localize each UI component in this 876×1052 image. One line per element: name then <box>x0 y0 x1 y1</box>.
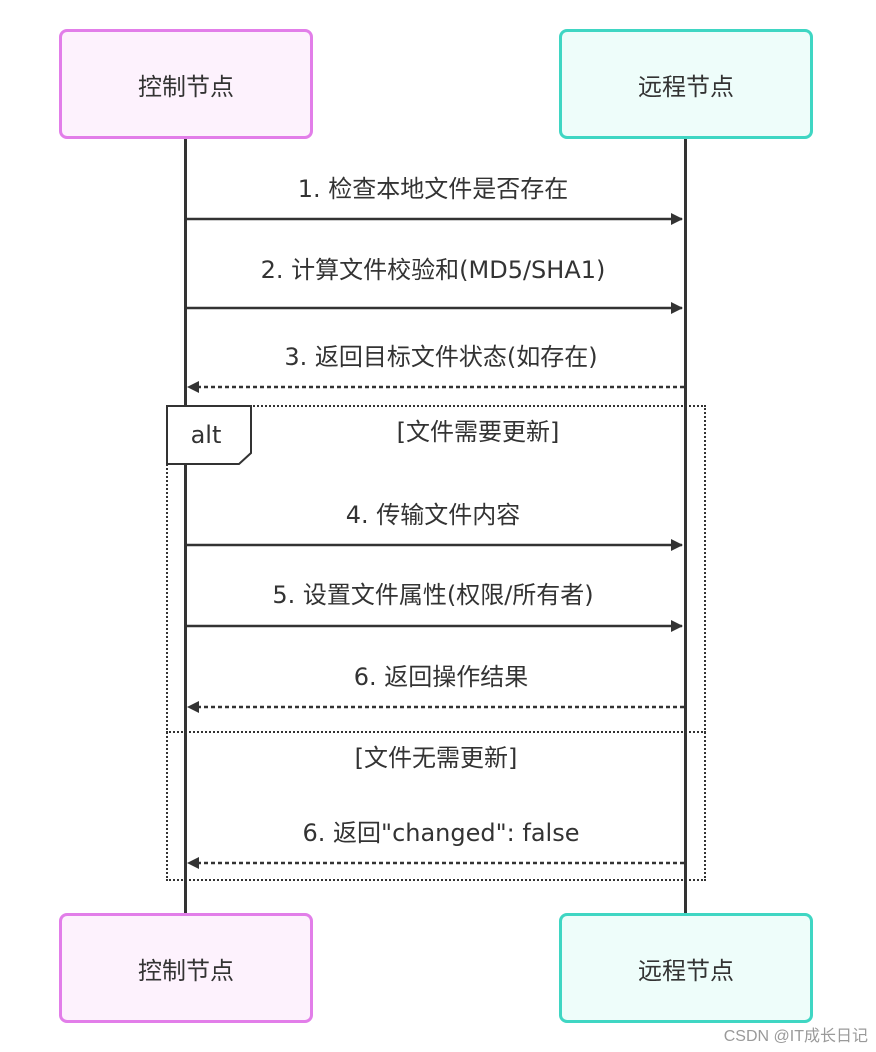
remote-node-label: 远程节点 <box>638 72 734 101</box>
alt-frame-label: alt <box>190 421 222 449</box>
remote-node-actor-bottom: 远程节点 <box>559 913 813 1023</box>
message-5-label: 5. 设置文件属性(权限/所有者) <box>272 581 594 609</box>
alt-frame-tab <box>166 405 252 465</box>
control-node-actor-top: 控制节点 <box>59 29 313 139</box>
watermark: CSDN @IT成长日记 <box>723 1028 868 1045</box>
control-node-label: 控制节点 <box>138 72 234 101</box>
alt-frame-divider <box>166 731 706 733</box>
remote-node-actor-top: 远程节点 <box>559 29 813 139</box>
message-6-label: 6. 返回操作结果 <box>353 663 529 691</box>
remote-node-lifeline <box>684 139 687 913</box>
alt-frame <box>166 405 706 881</box>
alt-guard-no-update: [文件无需更新] <box>354 744 518 772</box>
message-2-label: 2. 计算文件校验和(MD5/SHA1) <box>260 256 606 284</box>
control-node-actor-bottom: 控制节点 <box>59 913 313 1023</box>
remote-node-label: 远程节点 <box>638 956 734 985</box>
alt-guard-update: [文件需要更新] <box>396 418 560 446</box>
control-node-lifeline <box>184 139 187 913</box>
control-node-label: 控制节点 <box>138 956 234 985</box>
message-4-label: 4. 传输文件内容 <box>345 501 521 529</box>
message-3-label: 3. 返回目标文件状态(如存在) <box>284 343 598 371</box>
message-1-label: 1. 检查本地文件是否存在 <box>297 175 569 203</box>
message-7-label: 6. 返回"changed": false <box>302 819 580 847</box>
